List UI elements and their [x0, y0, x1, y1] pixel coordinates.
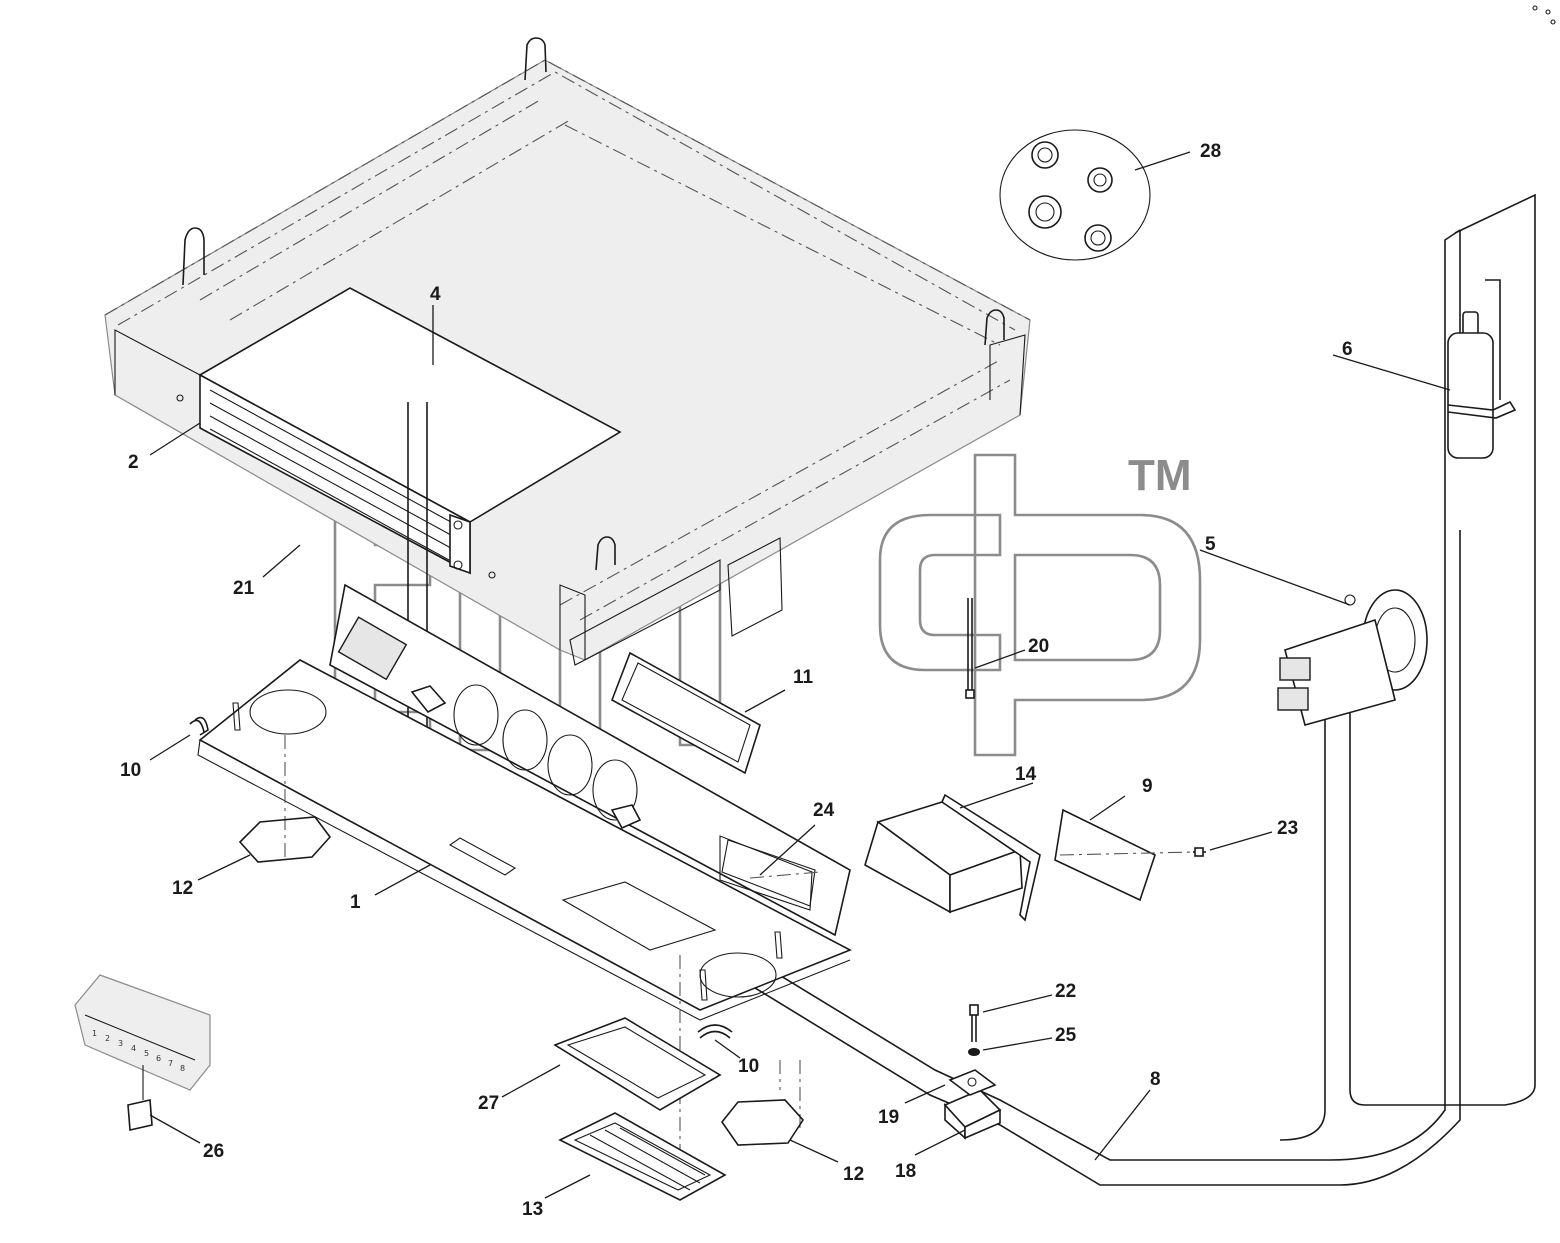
callout-22: 22 [1055, 981, 1076, 1002]
callout-9: 9 [1142, 776, 1153, 797]
callout-12-upper: 12 [172, 878, 193, 899]
callout-8: 8 [1150, 1069, 1161, 1090]
fuse-slot-2: 2 [105, 1034, 110, 1043]
callout-24: 24 [813, 800, 835, 821]
fuse-slot-7: 7 [168, 1059, 173, 1068]
grille-frame [553, 1017, 722, 1111]
cable-tie [965, 598, 975, 699]
control-panel [197, 583, 852, 1180]
air-duct [864, 793, 1041, 922]
access-cover [721, 839, 821, 907]
callout-1: 1 [350, 892, 361, 913]
gasket-upper [238, 816, 332, 863]
callout-12-lower: 12 [843, 1164, 864, 1185]
fuse-slot-5: 5 [144, 1049, 149, 1058]
callout-13: 13 [522, 1199, 543, 1220]
fuse-block: 1 2 3 4 5 6 7 8 [74, 974, 211, 1131]
callout-6: 6 [1342, 339, 1353, 360]
roof-frame [104, 37, 1031, 666]
fuse-slot-1: 1 [92, 1029, 97, 1038]
callout-23: 23 [1277, 818, 1298, 839]
watermark-tm: TM [1128, 451, 1192, 500]
filter-frame [611, 651, 761, 775]
callout-11: 11 [793, 667, 814, 688]
grille [558, 1112, 727, 1201]
fuse-slot-8: 8 [180, 1064, 185, 1073]
callout-20: 20 [1028, 636, 1049, 657]
fittings-kit [999, 129, 1151, 261]
callout-labels: 1 2 4 5 6 8 9 10 10 11 12 12 13 14 18 19… [120, 141, 1353, 1220]
fuse-slot-3: 3 [118, 1039, 123, 1048]
callout-14: 14 [1015, 764, 1037, 785]
callout-28: 28 [1200, 141, 1221, 162]
callout-19: 19 [878, 1107, 899, 1128]
callout-4: 4 [430, 284, 441, 305]
callout-10-upper: 10 [120, 760, 141, 781]
corner-mark [1532, 5, 1556, 25]
fuse-slot-6: 6 [156, 1054, 161, 1063]
fuse-slot-4: 4 [131, 1044, 136, 1053]
receiver-drier [1447, 311, 1517, 459]
washer [968, 1048, 980, 1056]
callout-27: 27 [478, 1093, 499, 1114]
gasket-lower [721, 1099, 805, 1146]
callout-18: 18 [895, 1161, 916, 1182]
hose-clip-upper [189, 716, 209, 736]
cover-plate [1054, 808, 1196, 902]
hose-clip-lower [697, 1024, 733, 1039]
screw [1193, 847, 1206, 857]
evaporator-housing [198, 287, 622, 575]
mount-block [943, 1069, 1002, 1140]
callout-26: 26 [203, 1141, 224, 1162]
callout-10-lower: 10 [738, 1056, 759, 1077]
callout-2: 2 [128, 452, 139, 473]
callout-25: 25 [1055, 1025, 1077, 1046]
bolt [969, 1004, 979, 1042]
callout-5: 5 [1205, 534, 1216, 555]
compressor [1277, 589, 1428, 726]
callout-21: 21 [233, 578, 255, 599]
leader-lines [149, 151, 1451, 1199]
